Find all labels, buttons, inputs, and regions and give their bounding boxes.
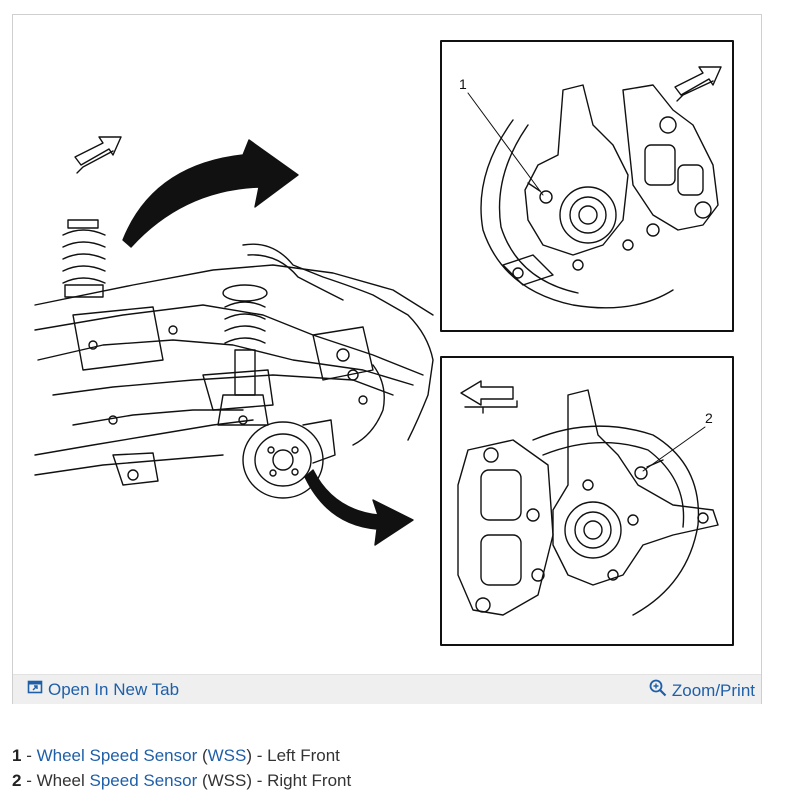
zoom-print-link[interactable]: Zoom/Print: [649, 679, 755, 702]
open-new-tab-icon: [27, 679, 43, 700]
magnifier-icon: [649, 679, 667, 702]
figure-frame: 1 2 Open In New Tab Zoom/Print: [12, 14, 762, 704]
legend-number: 2: [12, 771, 22, 790]
legend-item-2: 2 - Wheel Speed Sensor (WSS) - Right Fro…: [12, 768, 351, 793]
open-in-new-tab-link[interactable]: Open In New Tab: [27, 679, 179, 700]
open-in-new-tab-label: Open In New Tab: [48, 679, 180, 699]
wheel-speed-sensor-diagram: 1 2: [34, 40, 734, 646]
legend-number: 1: [12, 746, 22, 765]
callout-2: 2: [705, 410, 713, 426]
wheel-speed-sensor-link[interactable]: Wheel Speed Sensor: [36, 746, 198, 765]
zoom-print-label: Zoom/Print: [671, 680, 755, 700]
curved-arrow-down: [304, 469, 414, 546]
speed-sensor-link[interactable]: Speed Sensor: [89, 771, 198, 790]
direction-arrow-main: [74, 136, 122, 174]
legend-item-1: 1 - Wheel Speed Sensor (WSS) - Left Fron…: [12, 743, 351, 768]
callout-1: 1: [459, 76, 467, 92]
legend-text: (: [197, 746, 208, 765]
legend-text: ) - Left Front: [246, 746, 340, 765]
front-suspension-drawing: [34, 219, 434, 499]
figure-toolbar: Open In New Tab Zoom/Print: [13, 674, 761, 704]
legend-text: (WSS) - Right Front: [197, 771, 352, 790]
curved-arrow-up: [122, 139, 299, 248]
wss-link[interactable]: WSS: [207, 746, 247, 765]
direction-arrow-inset-2: [460, 380, 518, 414]
direction-arrow-inset-1: [674, 66, 722, 102]
inset-right-front: [440, 356, 734, 646]
legend-text: - Wheel: [21, 771, 90, 790]
inset-left-front: [440, 40, 734, 332]
legend-separator: -: [21, 746, 37, 765]
figure-legend: 1 - Wheel Speed Sensor (WSS) - Left Fron…: [12, 743, 351, 793]
